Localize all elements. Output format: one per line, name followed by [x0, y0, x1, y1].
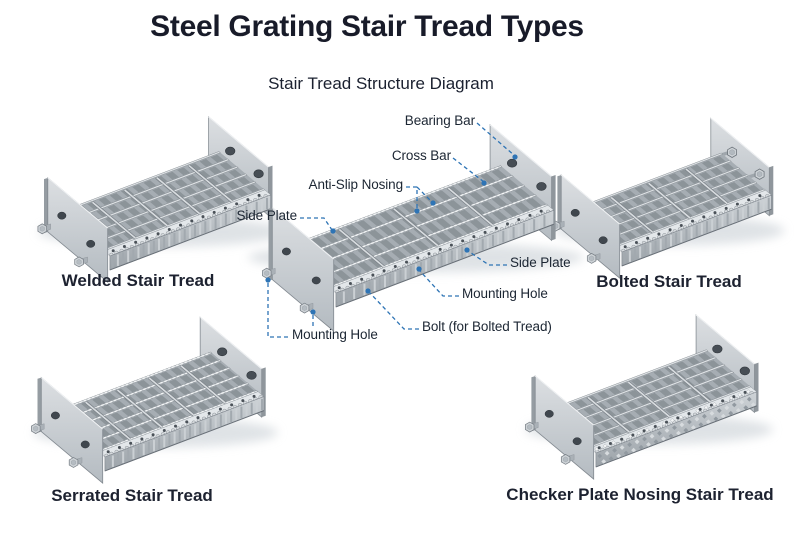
checker-plate-nosing-tread-label: Checker Plate Nosing Stair Tread	[506, 485, 774, 504]
serrated-tread-label: Serrated Stair Tread	[51, 486, 213, 505]
diagram-subtitle: Stair Tread Structure Diagram	[268, 74, 494, 93]
page-title: Steel Grating Stair Tread Types	[150, 10, 584, 43]
label-side-plate-left: Side Plate	[236, 208, 297, 223]
label-bolt: Bolt (for Bolted Tread)	[422, 319, 552, 334]
label-mounting-hole-right: Mounting Hole	[462, 286, 548, 301]
bolted-tread-image	[551, 117, 785, 279]
label-bearing-bar: Bearing Bar	[404, 113, 475, 128]
bolted-tread-label: Bolted Stair Tread	[596, 272, 742, 291]
serrated-tread-image	[31, 316, 278, 484]
label-side-plate-right: Side Plate	[510, 255, 571, 270]
leader-lines	[265, 122, 518, 338]
structure-diagram-tread-image	[248, 124, 584, 332]
welded-tread-label: Welded Stair Tread	[61, 271, 215, 290]
label-mounting-hole-bottom: Mounting Hole	[292, 327, 378, 342]
label-anti-slip-nosing: Anti-Slip Nosing	[308, 177, 404, 192]
label-cross-bar: Cross Bar	[391, 148, 451, 163]
welded-tread-image	[37, 115, 287, 283]
checker-plate-nosing-tread-image	[525, 314, 773, 480]
